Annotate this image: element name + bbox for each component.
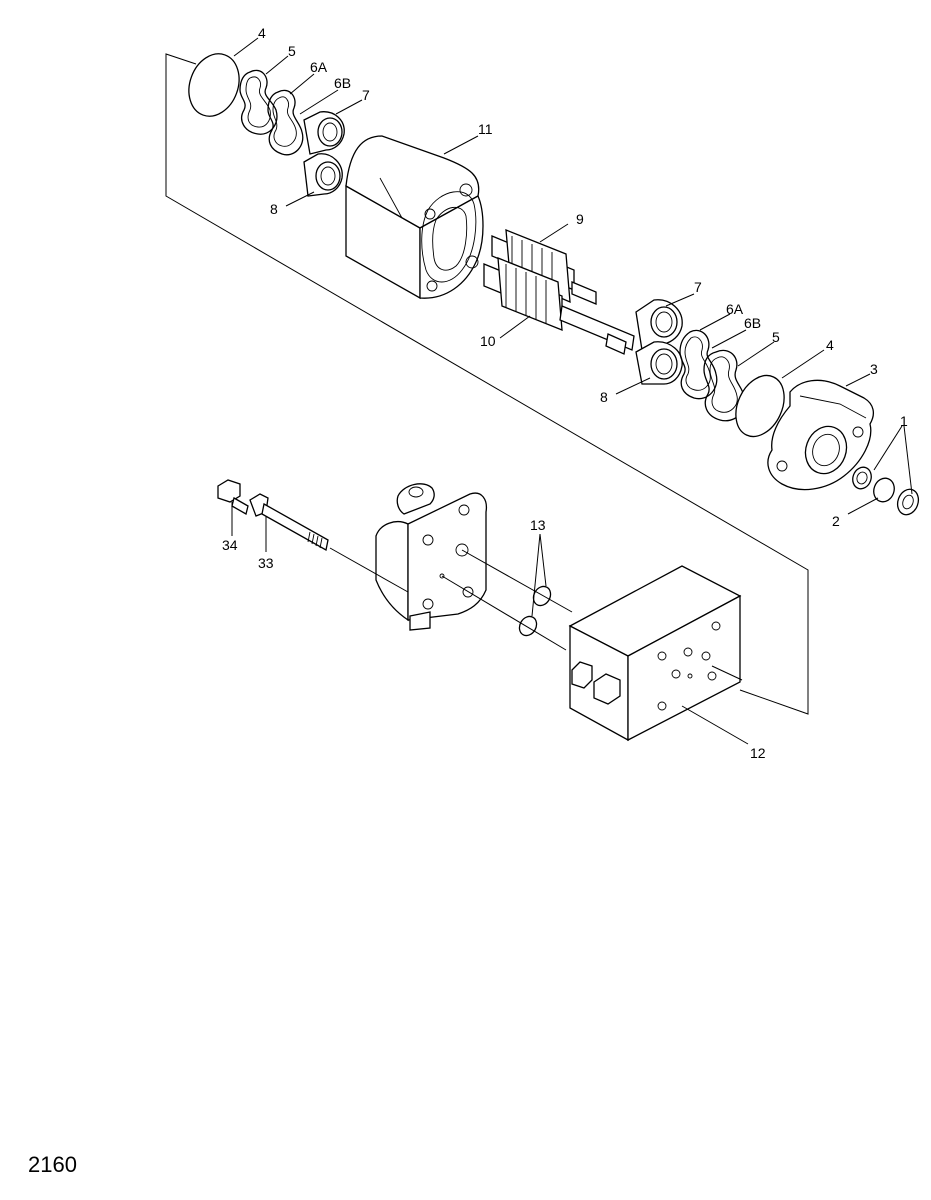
label-6a-bottom: 6A xyxy=(726,301,744,317)
label-1: 1 xyxy=(900,413,908,429)
label-2: 2 xyxy=(832,513,840,529)
part-13-orings xyxy=(518,585,552,637)
label-9: 9 xyxy=(576,211,584,227)
assembly-frame xyxy=(165,53,809,715)
part-6-gasket-bottom xyxy=(679,329,718,400)
valve-body xyxy=(375,483,488,631)
label-3: 3 xyxy=(870,361,878,377)
part-3-flange-cover xyxy=(767,379,875,491)
part-7-bushing-bottom xyxy=(635,299,683,351)
label-10: 10 xyxy=(480,333,496,349)
part-12-valve-block xyxy=(568,565,742,742)
label-5-top: 5 xyxy=(288,43,296,59)
label-6b-bottom: 6B xyxy=(744,315,761,331)
label-11: 11 xyxy=(478,121,493,137)
label-6b-top: 6B xyxy=(334,75,351,91)
part-4-oring-bottom xyxy=(735,374,785,438)
part-5-gasket-bottom xyxy=(703,349,746,422)
label-7-top: 7 xyxy=(362,87,370,103)
label-12: 12 xyxy=(750,745,766,761)
leader-lines xyxy=(231,37,913,745)
label-4-bottom: 4 xyxy=(826,337,834,353)
page-number: 2160 xyxy=(28,1152,77,1177)
label-13: 13 xyxy=(530,517,546,533)
label-34: 34 xyxy=(222,537,238,553)
label-8-bottom: 8 xyxy=(600,389,608,405)
part-5-gasket-top xyxy=(239,69,278,135)
label-4-top: 4 xyxy=(258,25,266,41)
callout-labels: 4 5 6A 6B 7 8 11 9 10 7 6A 6B 5 8 4 3 1 … xyxy=(222,25,908,761)
part-34-bolt xyxy=(217,479,249,515)
label-33: 33 xyxy=(258,555,274,571)
label-7-bottom: 7 xyxy=(694,279,702,295)
part-11-pump-body xyxy=(345,135,484,300)
part-1-2-seal-rings xyxy=(852,466,920,516)
part-8-bushing-top xyxy=(303,153,343,197)
part-10-gear-lower xyxy=(483,257,635,355)
part-33-stud xyxy=(249,493,329,552)
guide-lines xyxy=(329,547,743,681)
label-5-bottom: 5 xyxy=(772,329,780,345)
part-4-oring-top xyxy=(188,53,240,117)
label-6a-top: 6A xyxy=(310,59,328,75)
part-8-bushing-bottom xyxy=(635,341,683,385)
label-8-top: 8 xyxy=(270,201,278,217)
part-6-gasket-top xyxy=(267,89,304,156)
part-7-bushing-top xyxy=(303,111,345,155)
